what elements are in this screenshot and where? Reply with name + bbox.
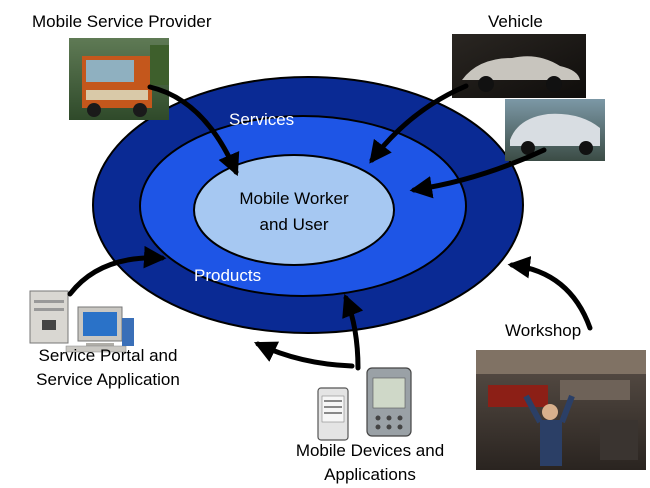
arrow-portal-to-ring [67,245,167,297]
arrow-roadster-to-core [369,83,469,164]
products-label: Products [194,266,262,285]
core-label-line1: Mobile Worker [239,189,349,208]
provider-label: Mobile Service Provider [32,12,212,31]
portal-label-line1: Service Portal and [38,346,178,365]
devices-label-line2: Applications [324,465,416,484]
core-label-line2: and User [259,215,329,234]
arrow-devices-to-ring [342,293,364,371]
arrow-devices-to-portal [253,341,355,369]
portal-label: Service Portal and Service Application [18,344,198,392]
arrow-workshop-to-ring [507,255,593,331]
devices-label-line1: Mobile Devices and [295,441,445,460]
pda-devices-illustration [317,367,412,441]
workshop-label: Workshop [505,321,582,340]
devices-label: Mobile Devices and Applications [275,439,465,487]
service-truck-photo [69,38,169,120]
vehicle-label: Vehicle [488,12,543,31]
silver-sedan-photo [505,99,605,161]
mobile-worker-core [193,154,395,266]
silver-roadster-photo [452,34,586,98]
arrow-sedan-to-core [409,147,547,199]
mechanic-garage-photo [476,350,646,470]
core-label: Mobile Worker and User [224,186,364,238]
desktop-computer-illustration [29,290,134,353]
portal-label-line2: Service Application [36,370,180,389]
services-label: Services [229,110,295,129]
arrow-provider-to-core [147,84,240,177]
